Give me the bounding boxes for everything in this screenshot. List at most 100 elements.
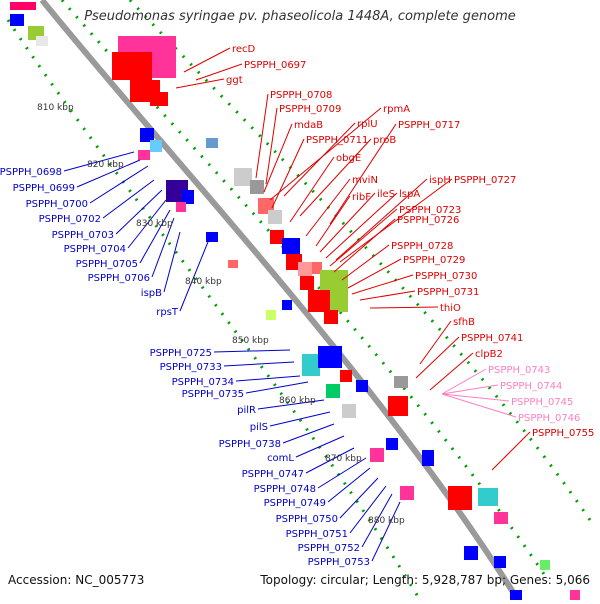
tick-dot-row xyxy=(128,0,592,521)
forward-leader-line xyxy=(369,306,439,309)
forward-gene-label: PSPPH_0726 xyxy=(397,215,459,226)
forward-gene-label: PSPPH_0728 xyxy=(391,241,453,252)
gene-feature xyxy=(150,140,162,152)
gene-feature xyxy=(494,556,506,568)
genome-summary-text: Topology: circular; Length: 5,928,787 bp… xyxy=(260,573,590,587)
forward-gene-label: PSPPH_0731 xyxy=(417,287,479,298)
forward-gene-label: thiO xyxy=(440,303,461,314)
forward-gene-label: PSPPH_0717 xyxy=(398,120,460,131)
reverse-leader-line xyxy=(317,457,367,489)
reverse-gene-label: PSPPH_0698 xyxy=(0,167,62,178)
rna-gene-label: PSPPH_0745 xyxy=(511,397,573,408)
gene-feature xyxy=(478,488,498,506)
reverse-leader-line xyxy=(349,485,387,534)
forward-leader-line xyxy=(305,178,351,237)
forward-gene-label: mviN xyxy=(352,175,378,186)
gene-feature xyxy=(400,486,414,500)
reverse-leader-line xyxy=(327,467,371,503)
gene-feature xyxy=(394,376,408,388)
reverse-gene-label: PSPPH_0702 xyxy=(39,214,101,225)
reverse-gene-label: PSPPH_0706 xyxy=(88,273,150,284)
forward-gene-label: mdaB xyxy=(294,120,323,131)
forward-gene-label: PSPPH_0709 xyxy=(279,104,341,115)
reverse-leader-line xyxy=(151,217,175,278)
map-title: Pseudomonas syringae pv. phaseolicola 14… xyxy=(84,9,516,24)
rna-leader-line xyxy=(441,368,487,395)
gene-feature xyxy=(448,486,472,510)
rna-leader-line xyxy=(441,393,517,418)
forward-gene-label: proB xyxy=(373,135,396,146)
gene-feature xyxy=(308,290,330,312)
forward-leader-line xyxy=(429,352,474,391)
reverse-leader-line xyxy=(235,375,301,382)
gene-feature xyxy=(312,262,322,274)
forward-gene-label: PSPPH_0708 xyxy=(270,90,332,101)
forward-leader-line xyxy=(341,244,390,281)
gene-feature xyxy=(464,546,478,560)
forward-gene-label: ispH xyxy=(429,175,451,186)
reverse-gene-label: pilR xyxy=(237,405,256,416)
reverse-gene-label: PSPPH_0734 xyxy=(172,377,234,388)
forward-gene-label: PSPPH_0741 xyxy=(461,333,523,344)
gene-feature xyxy=(10,2,36,10)
reverse-leader-line xyxy=(361,493,393,548)
reverse-leader-line xyxy=(257,399,325,410)
gene-feature xyxy=(356,380,368,392)
forward-gene-label: PSPPH_0697 xyxy=(244,60,306,71)
gene-feature xyxy=(112,52,152,80)
gene-feature xyxy=(494,512,508,524)
reverse-gene-label: PSPPH_0725 xyxy=(150,348,212,359)
reverse-leader-line xyxy=(269,411,331,427)
forward-gene-label: rplU xyxy=(357,119,378,130)
forward-leader-line xyxy=(175,78,225,89)
forward-leader-line xyxy=(359,290,416,301)
reverse-leader-line xyxy=(63,151,135,172)
reverse-gene-label: rpsT xyxy=(156,307,179,318)
reverse-gene-label: PSPPH_0753 xyxy=(308,557,370,568)
forward-gene-label: PSPPH_0730 xyxy=(415,271,477,282)
reverse-gene-label: PSPPH_0749 xyxy=(264,498,326,509)
scale-label: 830 kbp xyxy=(136,219,173,229)
reverse-gene-label: PSPPH_0738 xyxy=(219,439,281,450)
gene-feature xyxy=(570,590,580,600)
gene-feature xyxy=(324,310,338,324)
gene-feature xyxy=(342,404,356,418)
scale-label: 820 kbp xyxy=(87,160,124,170)
rna-leader-line xyxy=(441,384,499,395)
forward-gene-label: ileS xyxy=(377,189,395,200)
forward-gene-label: PSPPH_0711 xyxy=(306,135,368,146)
scale-label: 860 kbp xyxy=(279,396,316,406)
forward-leader-line xyxy=(325,192,398,259)
gene-feature xyxy=(36,36,48,46)
forward-leader-line xyxy=(419,320,452,365)
forward-leader-line xyxy=(491,431,531,471)
gene-feature xyxy=(234,168,252,186)
scale-label: 870 kbp xyxy=(325,454,362,464)
reverse-leader-line xyxy=(127,199,167,249)
reverse-gene-label: PSPPH_0750 xyxy=(276,514,338,525)
reverse-leader-line xyxy=(76,159,141,188)
forward-gene-label: PSPPH_0755 xyxy=(532,428,594,439)
reverse-gene-label: PSPPH_0748 xyxy=(254,484,316,495)
forward-leader-line xyxy=(283,122,356,197)
gene-features xyxy=(10,2,580,600)
forward-leader-line xyxy=(289,156,335,223)
gene-feature xyxy=(140,128,154,142)
reverse-leader-line xyxy=(89,165,149,204)
forward-gene-label: sfhB xyxy=(453,317,475,328)
reverse-leader-line xyxy=(295,435,345,458)
gene-feature xyxy=(510,590,522,600)
forward-leader-line xyxy=(299,138,372,217)
forward-leader-line xyxy=(265,107,278,185)
gene-feature xyxy=(302,354,320,376)
gene-feature xyxy=(228,260,238,268)
forward-leader-line xyxy=(255,93,269,179)
gene-feature xyxy=(206,138,218,148)
forward-gene-label: PSPPH_0723 xyxy=(399,205,461,216)
forward-leader-line xyxy=(263,123,293,193)
tick-dots xyxy=(6,0,592,601)
gene-feature xyxy=(270,230,284,244)
forward-gene-label: ggt xyxy=(226,75,243,86)
